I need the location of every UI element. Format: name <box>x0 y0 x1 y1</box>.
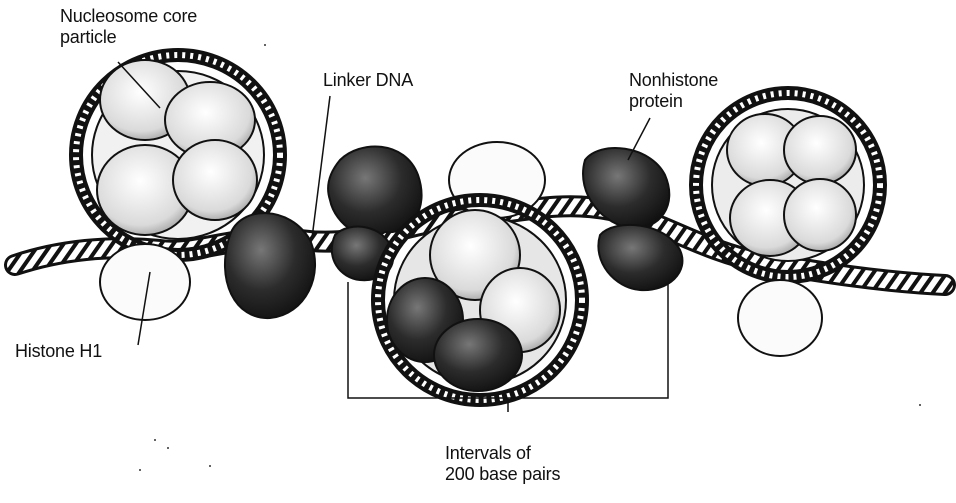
label-nonhistone-line1: Nonhistone <box>629 70 718 91</box>
label-nucleosome-core-line1: Nucleosome core <box>60 6 197 27</box>
nucleosome-center <box>378 200 582 400</box>
label-nonhistone-line2: protein <box>629 91 718 112</box>
label-linker-dna: Linker DNA <box>323 70 413 91</box>
label-nonhistone-protein: Nonhistone protein <box>629 70 718 112</box>
histone-h1-left <box>100 244 190 320</box>
histone-h1-right <box>738 280 822 356</box>
label-interval: Intervals of 200 base pairs <box>445 443 560 485</box>
label-nucleosome-core-line2: particle <box>60 27 197 48</box>
leader-linker <box>312 96 330 238</box>
label-histone-h1: Histone H1 <box>15 341 102 362</box>
nucleosome-right <box>696 93 880 277</box>
label-interval-line1: Intervals of <box>445 443 560 464</box>
label-interval-line2: 200 base pairs <box>445 464 560 485</box>
label-nucleosome-core: Nucleosome core particle <box>60 6 197 48</box>
